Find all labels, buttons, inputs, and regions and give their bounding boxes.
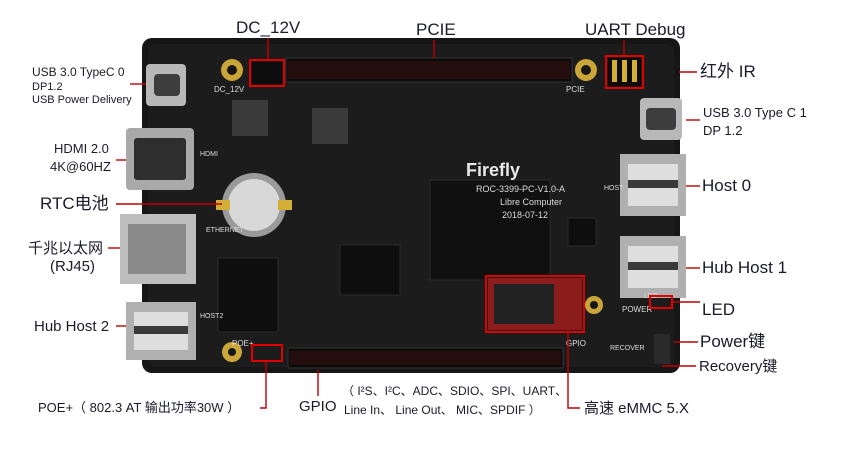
silk-power: POWER [622, 305, 652, 314]
silk-host: HOST [604, 185, 624, 192]
silk-date: 2018-07-12 [502, 210, 548, 220]
label-usb-c0-line1: USB 3.0 TypeC 0 [32, 65, 125, 79]
silk-hdmi: HDMI [200, 151, 218, 158]
silk-gpio: GPIO [566, 339, 586, 348]
silk-brand: Firefly [466, 160, 520, 180]
pcie-header [285, 57, 573, 83]
silk-pcie: PCIE [566, 85, 585, 94]
label-poe: POE+（ 802.3 AT 输出功率30W ） [38, 400, 241, 415]
hub-host2-port [126, 302, 196, 360]
uart-debug-pins [608, 58, 641, 86]
label-power-key: Power键 [700, 332, 766, 351]
label-emmc: 高速 eMMC 5.X [584, 400, 690, 417]
host0-port [620, 154, 686, 216]
label-led: LED [702, 300, 736, 319]
label-usb-c0-line3: USB Power Delivery [32, 94, 132, 106]
label-ethernet-line2: (RJ45) [50, 258, 96, 275]
label-host0: Host 0 [702, 176, 752, 195]
label-gpio-funcs-line2: Line In、 Line Out、 MIC、SPDIF ） [344, 403, 541, 417]
label-hdmi-line1: HDMI 2.0 [54, 141, 109, 156]
silk-maker: Libre Computer [500, 197, 562, 207]
label-hdmi-line2: 4K@60HZ [50, 159, 111, 174]
silk-dc12v: DC_12V [214, 85, 245, 94]
label-dc12v: DC_12V [236, 18, 301, 37]
emmc-module [488, 278, 582, 330]
silk-ethernet: ETHERNET [206, 227, 244, 234]
label-ethernet-line1: 千兆以太网 [28, 240, 104, 257]
label-usb-c1-line2: DP 1.2 [703, 123, 743, 138]
label-hub-host2: Hub Host 2 [34, 318, 110, 335]
dc12v-header [252, 62, 282, 84]
label-ir: 红外 IR [700, 62, 756, 81]
label-gpio: GPIO [299, 398, 337, 415]
label-pcie: PCIE [416, 20, 456, 39]
usb-c1-port [640, 98, 682, 140]
label-hub-host1: Hub Host 1 [702, 258, 788, 277]
hdmi-port [126, 128, 194, 190]
label-uart-debug: UART Debug [585, 20, 686, 39]
leader-lines [108, 38, 700, 409]
label-usb-c0-line2: DP1.2 [32, 81, 63, 93]
silk-model: ROC-3399-PC-V1.0-A [476, 184, 565, 194]
ethernet-port [120, 214, 196, 284]
silk-poe: POE+ [232, 339, 254, 348]
gpio-header [287, 347, 564, 369]
silk-host2: HOST2 [200, 313, 223, 320]
silk-recover: RECOVER [610, 345, 645, 352]
label-rtc: RTC电池 [40, 194, 109, 213]
usb-c0-port [146, 64, 186, 106]
rtc-battery [216, 173, 292, 237]
label-recovery-key: Recovery键 [699, 358, 778, 375]
label-usb-c1-line1: USB 3.0 Type C 1 [703, 105, 807, 120]
hub-host1-port [620, 236, 686, 298]
board-components [217, 100, 670, 364]
label-gpio-funcs-line1: （ I²S、I²C、ADC、SDIO、SPI、UART、 [342, 384, 568, 398]
